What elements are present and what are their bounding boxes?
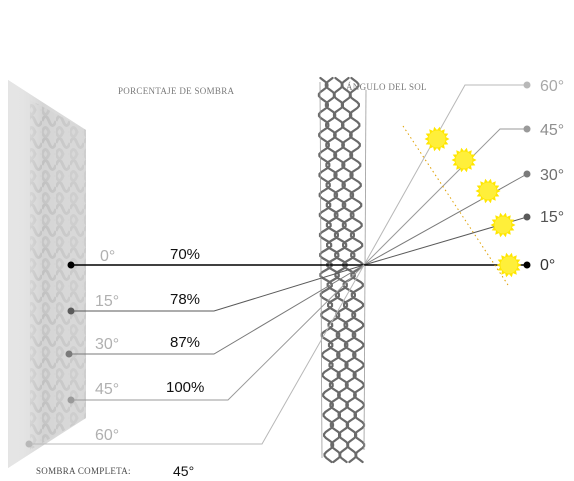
shade-row-line-60 <box>29 264 365 445</box>
sun-angle-endpoint-60 <box>523 81 531 89</box>
shade-row-line-15 <box>71 264 365 312</box>
sun-icon <box>496 252 522 278</box>
shade-row-endpoint-30 <box>65 350 73 358</box>
shade-row-endpoint-15 <box>67 307 75 315</box>
shade-row-percent-0: 70% <box>170 246 200 263</box>
mesh-edge <box>319 81 323 459</box>
shade-row-angle-30: 30° <box>95 336 119 353</box>
mesh-strand <box>348 76 366 464</box>
shade-row-percent-15: 78% <box>170 291 200 308</box>
sun-angle-line-45 <box>363 128 527 266</box>
sun-angle-label-0: 0° <box>540 257 555 274</box>
sun-angle-endpoint-30 <box>523 170 531 178</box>
shade-percentage-title: PORCENTAJE DE SOMBRA <box>118 86 234 96</box>
shade-row-angle-15: 15° <box>95 293 119 310</box>
sun-path-dotted-line <box>402 125 509 286</box>
sun-icon <box>475 178 501 204</box>
sun-icon <box>451 147 477 173</box>
full-shade-value: 45° <box>173 463 194 479</box>
sun-angle-endpoint-0 <box>523 261 531 269</box>
sun-positions <box>424 126 522 278</box>
shade-row-percent-45: 100% <box>166 379 204 396</box>
sun-angle-label-15: 15° <box>540 209 564 226</box>
sun-icon <box>424 126 450 152</box>
sun-angle-endpoint-45 <box>523 125 531 133</box>
sun-angle-endpoint-15 <box>523 213 531 221</box>
mesh-strand <box>324 76 342 464</box>
shade-mesh-screen <box>317 76 367 464</box>
full-shade-label: SOMBRA COMPLETA: <box>36 466 131 476</box>
shade-row-percent-30: 87% <box>170 334 200 351</box>
shaded-wall <box>8 80 86 468</box>
shade-row-angle-60: 60° <box>95 427 119 444</box>
sun-angle-line-60 <box>363 84 527 266</box>
angle-lines <box>25 81 531 448</box>
sun-icon <box>490 212 516 238</box>
shade-row-angle-0: 0° <box>100 248 115 265</box>
sun-angle-line-30 <box>363 173 528 266</box>
shade-row-endpoint-0 <box>67 261 75 269</box>
shade-row-endpoint-60 <box>25 440 33 448</box>
shade-row-line-45 <box>71 264 365 401</box>
sun-core <box>494 216 512 234</box>
sun-core <box>479 182 497 200</box>
sun-core <box>455 151 473 169</box>
sun-angle-label-30: 30° <box>540 167 564 184</box>
sun-core <box>428 130 446 148</box>
sun-core <box>500 256 518 274</box>
shade-row-angle-45: 45° <box>95 381 119 398</box>
mesh-edge <box>363 89 367 451</box>
sun-angle-label-60: 60° <box>540 78 564 95</box>
sun-angle-title: ÁNGULO DEL SOL <box>346 82 427 92</box>
sun-angle-label-45: 45° <box>540 122 564 139</box>
shade-row-endpoint-45 <box>67 396 75 404</box>
shade-row-line-30 <box>69 264 365 355</box>
mesh-strand <box>332 76 350 464</box>
